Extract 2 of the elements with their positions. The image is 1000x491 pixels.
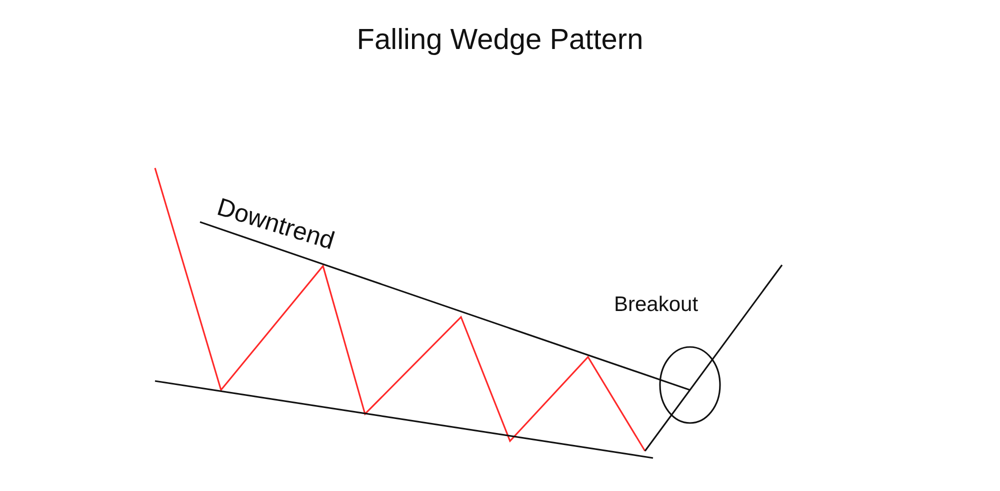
title: Falling Wedge Pattern [356,24,644,57]
breakout-label: Breakout [614,293,698,317]
